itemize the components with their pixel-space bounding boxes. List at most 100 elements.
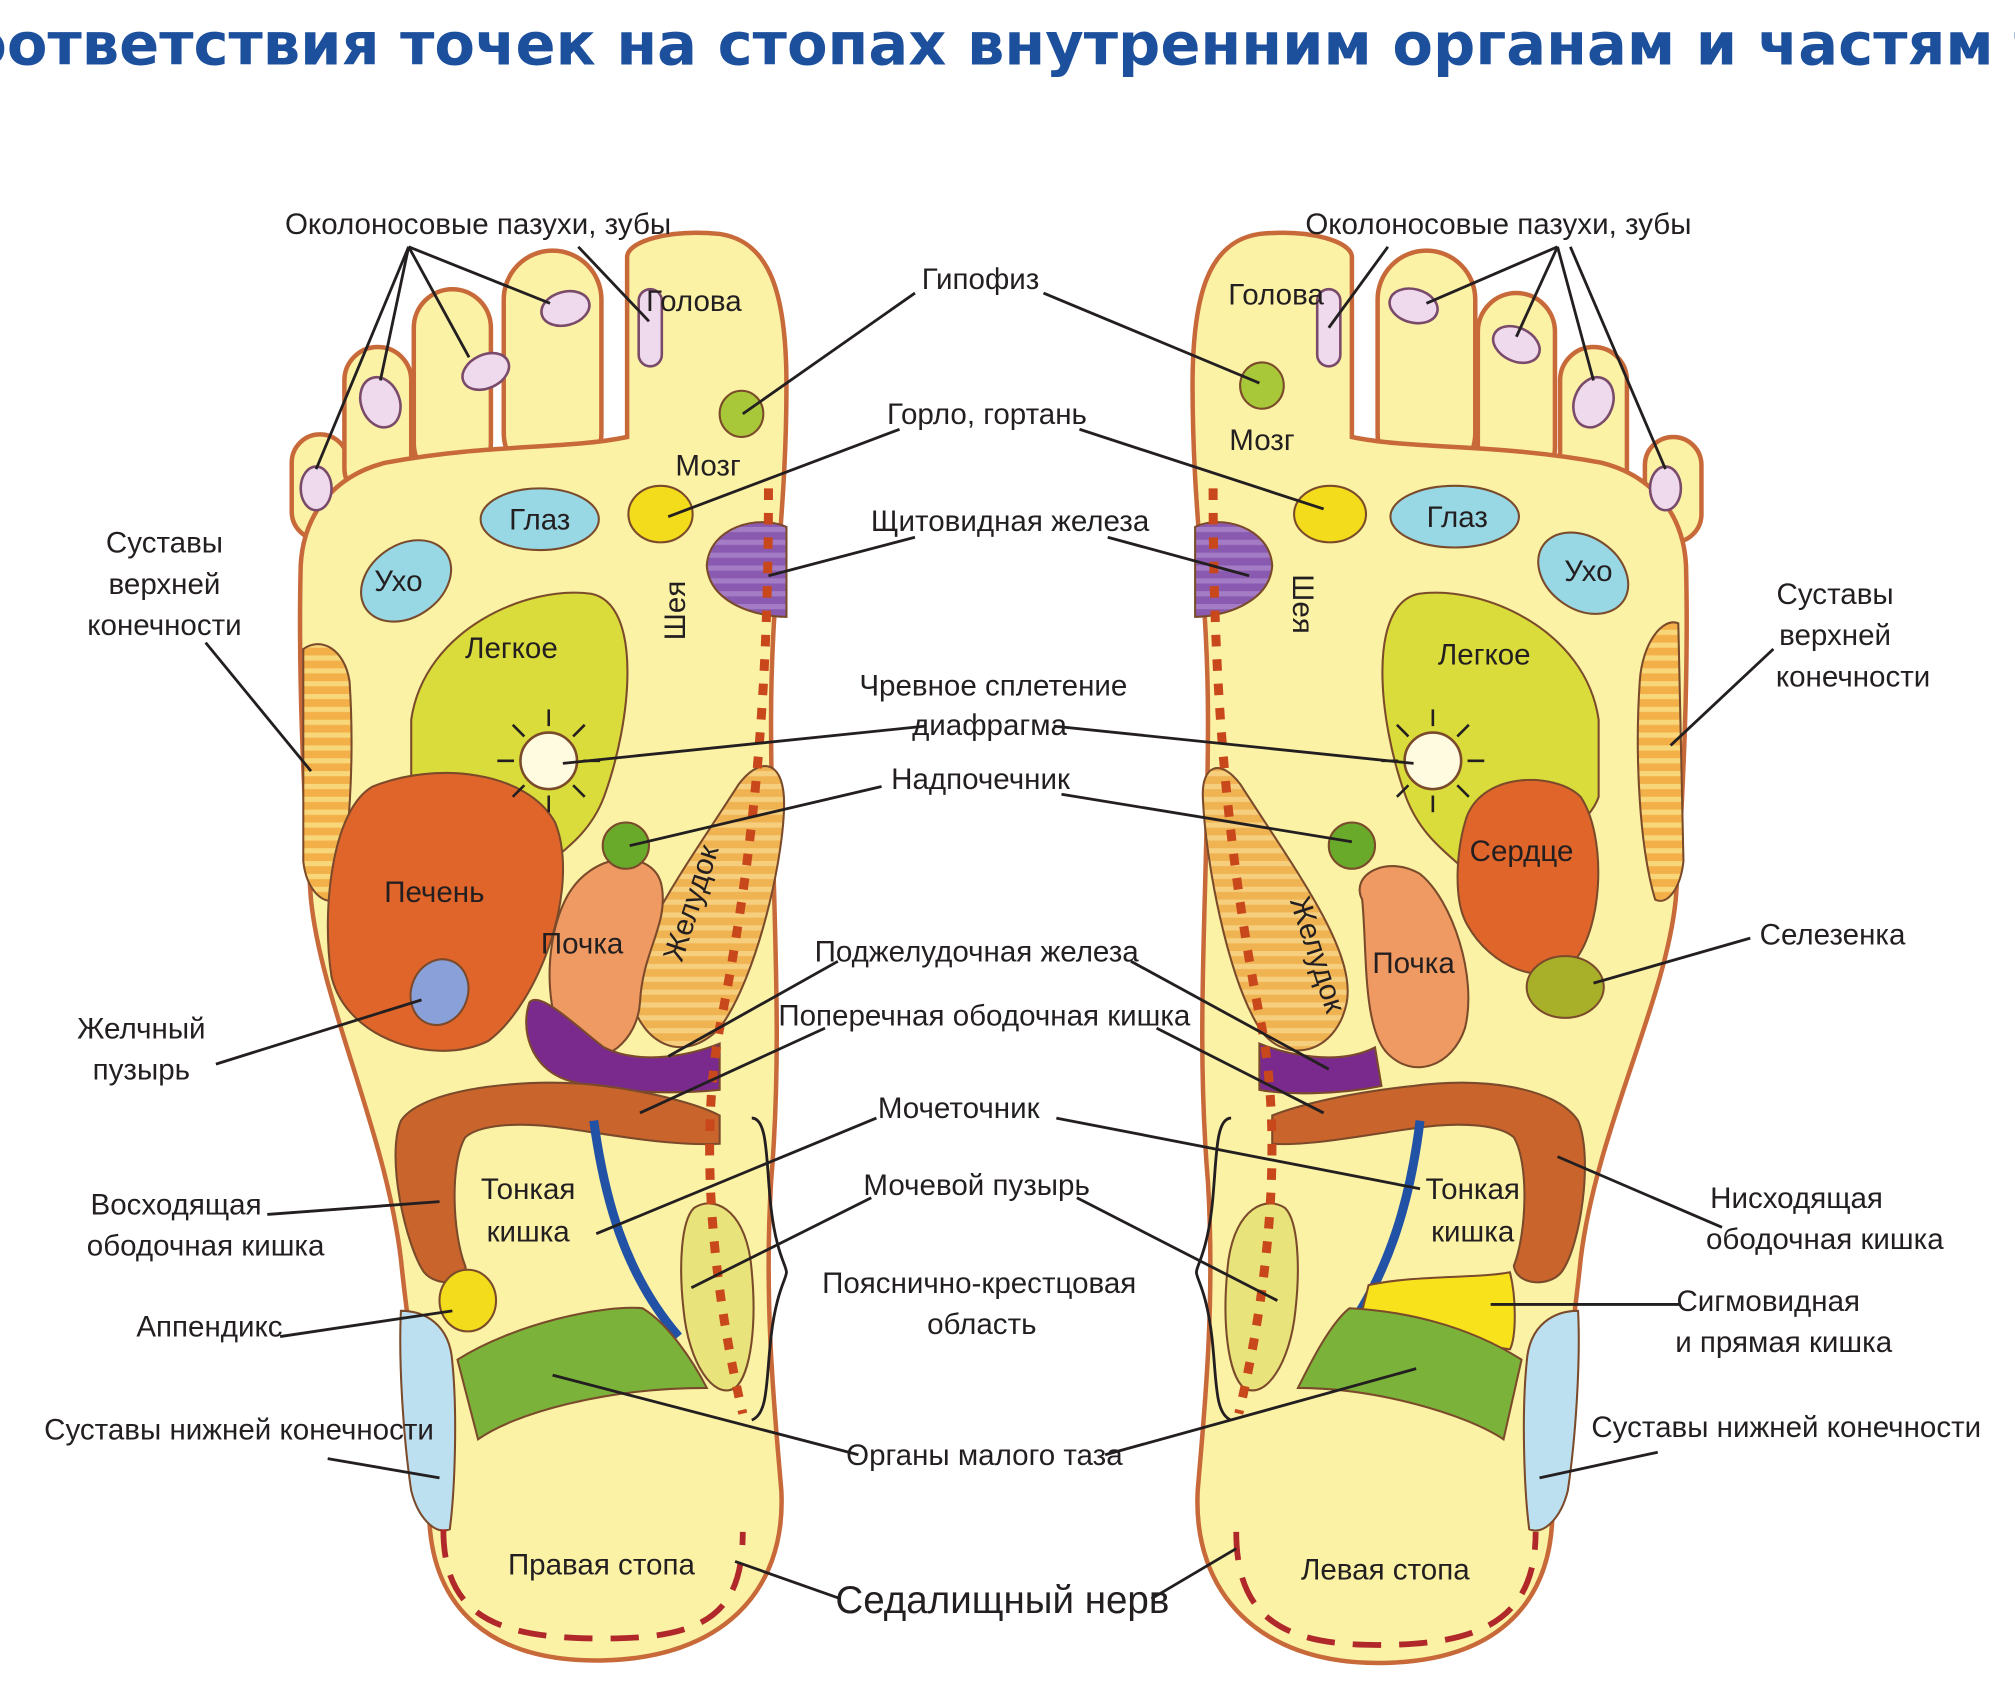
label-spleen: Селезенка bbox=[1760, 919, 1906, 952]
right-small-intestine-label-2: кишка bbox=[487, 1215, 571, 1248]
right-brain-label: Мозг bbox=[675, 450, 740, 483]
label-solar-plexus-1: Чревное сплетение bbox=[859, 669, 1127, 702]
left-ear-label: Ухо bbox=[1564, 555, 1612, 588]
left-small-intestine-label-1: Тонкая bbox=[1425, 1173, 1520, 1206]
label-upper-joints-1: Суставы bbox=[106, 527, 223, 560]
right-brain-spot bbox=[627, 484, 694, 544]
label-descending-colon-2: ободочная кишка bbox=[1706, 1223, 1944, 1256]
label-gallbladder-1: Желчный bbox=[77, 1012, 205, 1045]
label-adrenal: Надпочечник bbox=[891, 763, 1071, 796]
left-kidney-zone bbox=[1358, 865, 1470, 1069]
left-brain-spot bbox=[1293, 484, 1368, 544]
label-pancreas: Поджелудочная железа bbox=[815, 935, 1140, 968]
right-lumbosacral-bracket bbox=[751, 1116, 788, 1422]
right-lower-joints-zone bbox=[399, 1309, 457, 1532]
right-sciatic-arc bbox=[440, 1529, 746, 1642]
label-upper-joints-3: конечности bbox=[87, 609, 241, 642]
label-lumbosacral-1: Пояснично-крестцовая bbox=[822, 1267, 1136, 1300]
label-ureter: Мочеточник bbox=[878, 1092, 1041, 1125]
left-eye-label: Глаз bbox=[1427, 501, 1488, 534]
label-throat: Горло, гортань bbox=[887, 398, 1087, 431]
right-lung-label: Легкое bbox=[465, 632, 558, 665]
left-ear-zone bbox=[1537, 531, 1630, 615]
left-kidney-label: Почка bbox=[1372, 947, 1455, 980]
right-ear-zone bbox=[360, 539, 453, 623]
right-solar-plexus-spot bbox=[497, 709, 601, 813]
right-foot: Голова Мозг Глаз Ухо Шея Легкое Печень П… bbox=[289, 230, 789, 1663]
left-lumbosacral-bracket bbox=[1194, 1116, 1232, 1422]
label-sigmoid-2: и прямая кишка bbox=[1675, 1326, 1892, 1359]
left-brain-label: Мозг bbox=[1229, 424, 1294, 457]
label-thyroid: Щитовидная железа bbox=[871, 505, 1150, 538]
label-solar-plexus-2: диафрагма bbox=[912, 709, 1067, 742]
right-sinus-4 bbox=[358, 375, 402, 429]
left-solar-plexus-spot bbox=[1381, 709, 1485, 813]
left-sinus-5 bbox=[1648, 465, 1683, 512]
right-ureter-line bbox=[589, 1120, 682, 1340]
right-appendix-spot bbox=[438, 1268, 498, 1333]
label-descending-colon-1: Нисходящая bbox=[1710, 1182, 1883, 1215]
left-foot: Голова Мозг Глаз Ухо Шея Легкое Сердце П… bbox=[1190, 230, 1704, 1666]
label-lower-joints-right-foot: Суставы нижней конечности bbox=[44, 1413, 434, 1446]
right-spine-line bbox=[705, 488, 773, 1415]
label-pelvic-organs: Органы малого таза bbox=[846, 1439, 1123, 1472]
label-sinuses-left-foot: Околоносовые пазухи, зубы bbox=[1305, 208, 1691, 241]
right-small-intestine-label-1: Тонкая bbox=[481, 1173, 576, 1206]
left-lower-joints-zone bbox=[1522, 1309, 1580, 1532]
right-eye-label: Глаз bbox=[509, 504, 570, 537]
left-lung-label: Легкое bbox=[1438, 638, 1531, 671]
right-pancreas-zone bbox=[525, 999, 721, 1094]
right-sinus-1 bbox=[637, 287, 664, 368]
left-pelvic-zone bbox=[1296, 1307, 1523, 1442]
left-spleen-spot bbox=[1525, 955, 1605, 1019]
left-pituitary-spot bbox=[1239, 361, 1285, 410]
label-ascending-colon-1: Восходящая bbox=[90, 1188, 261, 1221]
label-sciatic-nerve: Седалищный нерв bbox=[835, 1579, 1169, 1622]
left-small-intestine-label-2: кишка bbox=[1431, 1215, 1515, 1248]
left-sinus-4 bbox=[1572, 375, 1615, 429]
label-sigmoid-1: Сигмовидная bbox=[1676, 1285, 1860, 1318]
right-eye-zone bbox=[479, 487, 600, 552]
left-neck-label: Шея bbox=[1286, 574, 1319, 634]
left-foot-name: Левая стопа bbox=[1301, 1553, 1470, 1586]
page-title: Соответствия точек на стопах внутренним … bbox=[0, 9, 2015, 78]
right-pituitary-spot bbox=[718, 389, 765, 439]
right-pelvic-zone bbox=[456, 1306, 709, 1442]
right-liver-zone bbox=[326, 771, 564, 1052]
label-lower-joints-left-foot: Суставы нижней конечности bbox=[1591, 1411, 1981, 1444]
left-upper-joints-zone bbox=[1636, 621, 1685, 902]
right-adrenal-spot bbox=[601, 821, 650, 870]
left-sinus-2 bbox=[1388, 287, 1439, 325]
label-upper-joints-r-2: верхней bbox=[1779, 619, 1891, 652]
right-liver-label: Печень bbox=[384, 876, 484, 909]
label-gallbladder-2: пузырь bbox=[93, 1054, 190, 1087]
left-adrenal-spot bbox=[1327, 821, 1377, 870]
right-neck-label: Шея bbox=[659, 581, 692, 641]
right-kidney-label: Почка bbox=[541, 928, 624, 961]
right-sinus-3 bbox=[461, 351, 511, 392]
label-ascending-colon-2: ободочная кишка bbox=[87, 1230, 325, 1263]
label-transverse-colon: Поперечная ободочная кишка bbox=[778, 1000, 1191, 1033]
left-heart-label: Сердце bbox=[1470, 835, 1574, 868]
left-head-label: Голова bbox=[1228, 279, 1324, 312]
label-lumbosacral-2: область bbox=[927, 1308, 1036, 1341]
right-sinus-2 bbox=[540, 289, 591, 328]
label-upper-joints-r-1: Суставы bbox=[1777, 578, 1894, 611]
right-head-label: Голова bbox=[646, 285, 742, 318]
right-colon-zone bbox=[394, 1081, 721, 1284]
label-upper-joints-r-3: конечности bbox=[1776, 660, 1930, 693]
label-bladder: Мочевой пузырь bbox=[863, 1169, 1089, 1202]
left-eye-zone bbox=[1389, 484, 1520, 549]
right-gallbladder-spot bbox=[409, 958, 470, 1027]
leader-lines bbox=[204, 245, 1775, 1601]
right-ear-label: Ухо bbox=[374, 565, 422, 598]
label-pituitary: Гипофиз bbox=[922, 263, 1040, 296]
left-sciatic-arc bbox=[1233, 1531, 1539, 1648]
left-spine-line bbox=[1208, 488, 1277, 1415]
label-upper-joints-2: верхней bbox=[109, 568, 221, 601]
right-foot-name: Правая стопа bbox=[508, 1548, 696, 1581]
label-appendix: Аппендикс bbox=[136, 1311, 282, 1344]
left-sinus-3 bbox=[1491, 324, 1541, 365]
right-sinus-5 bbox=[299, 465, 333, 512]
